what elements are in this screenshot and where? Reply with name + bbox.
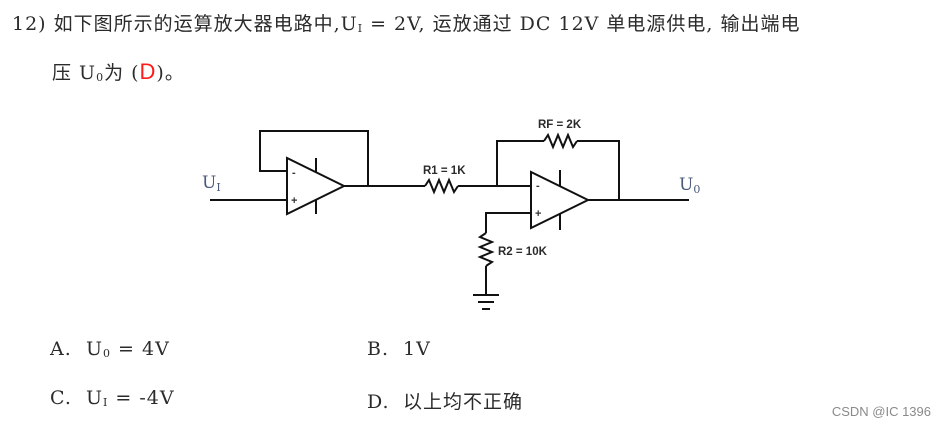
option-a: A. U0 = 4V xyxy=(50,338,170,360)
option-d-text: 以上均不正确 xyxy=(403,391,524,413)
answer-mark: D xyxy=(139,59,157,84)
question-text-2: = 2V, 运放通过 DC 12V 单电源供电, 输出端电 xyxy=(363,13,801,35)
input-label: UI xyxy=(202,173,221,194)
question-text-1: 如下图所示的运算放大器电路中,U xyxy=(53,13,358,35)
question-line-1: 12) 如下图所示的运算放大器电路中,UI = 2V, 运放通过 DC 12V … xyxy=(12,9,801,36)
option-b-label: B. xyxy=(367,338,390,360)
opamp-2-minus: - xyxy=(536,180,540,192)
option-a-var: U xyxy=(86,338,104,360)
output-label: U0 xyxy=(679,175,700,196)
r2-top-wire xyxy=(485,212,531,233)
option-c-label: C. xyxy=(50,387,72,409)
question-text-4: 为 ( xyxy=(104,62,140,84)
watermark: CSDN @IC 1396 xyxy=(831,404,931,419)
r2-resistor xyxy=(477,232,495,267)
opamp-2-plus: + xyxy=(535,208,541,220)
uo-subscript: 0 xyxy=(96,71,105,84)
option-c-var: U xyxy=(86,387,104,409)
option-b: B. 1V xyxy=(367,338,431,360)
option-c-sub: I xyxy=(103,396,109,409)
rf-resistor xyxy=(543,132,578,150)
ui-subscript: I xyxy=(357,22,364,35)
question-number: 12) xyxy=(12,13,47,35)
option-b-text: 1V xyxy=(403,338,431,360)
rf-label: RF = 2K xyxy=(538,119,582,131)
option-a-label: A. xyxy=(50,338,72,360)
opamp-1-plus: + xyxy=(291,195,297,207)
option-d-label: D. xyxy=(367,391,390,413)
option-d: D. 以上均不正确 xyxy=(367,387,523,414)
option-a-sub: 0 xyxy=(103,347,112,360)
question-line-2: 压 U0为 (D)。 xyxy=(52,58,185,85)
r1-resistor xyxy=(424,177,459,195)
option-c-text: = -4V xyxy=(108,387,175,409)
rf-right-wire xyxy=(577,140,620,200)
option-c: C. UI = -4V xyxy=(50,387,175,409)
opamp-1-minus: - xyxy=(292,167,296,179)
question-text-5: )。 xyxy=(156,62,185,84)
rf-left-wire xyxy=(496,140,544,186)
r1-label: R1 = 1K xyxy=(423,165,466,177)
follower-feedback-wire xyxy=(259,130,369,186)
r2-label: R2 = 10K xyxy=(498,246,548,258)
question-text-3: 压 U xyxy=(52,62,97,84)
option-a-text: = 4V xyxy=(111,338,170,360)
